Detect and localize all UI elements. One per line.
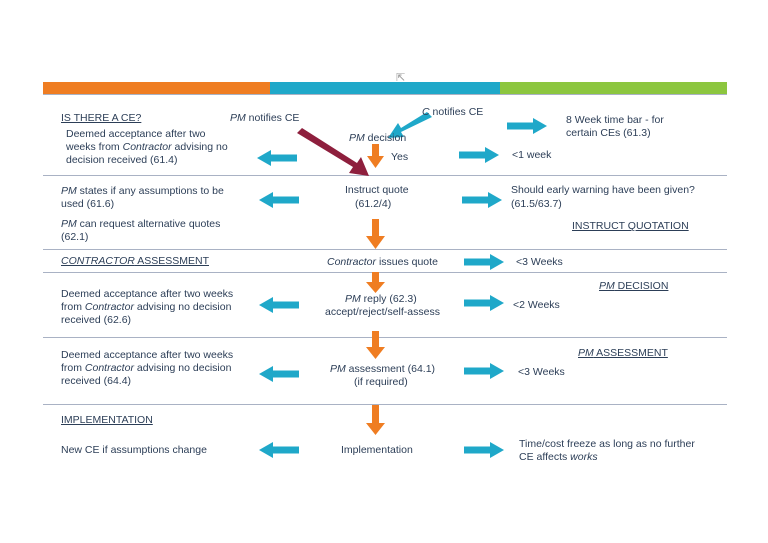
arrow-right-icon (462, 192, 502, 208)
arrow-left-icon (257, 150, 297, 166)
c-notifies-arrow-icon (388, 112, 432, 138)
r5-right-time: <3 Weeks (518, 366, 565, 378)
separator (43, 272, 727, 273)
r5-left-line: from Contractor advising no decision (61, 362, 232, 374)
r5-left-line: received (64.4) (61, 375, 132, 387)
r6-right-line: Time/cost freeze as long as no further (519, 438, 695, 450)
r4-right-time: <2 Weeks (513, 299, 560, 311)
r5-left-line: Deemed acceptance after two weeks (61, 349, 234, 361)
r1-right-time: <1 week (512, 149, 552, 161)
pm-notifies-label: PM notifies CE (230, 112, 300, 124)
arrow-left-icon (259, 442, 299, 458)
c-notifies-label: C notifies CE (422, 106, 484, 118)
r1-right-line: certain CEs (61.3) (566, 127, 651, 139)
heading-pm-decision: PM DECISION (599, 280, 669, 292)
r6-right-line: CE affects works (519, 451, 598, 463)
r1-right-line: 8 Week time bar - for (566, 114, 664, 126)
arrow-right-icon (464, 363, 504, 379)
separator (43, 249, 727, 250)
arrow-right-icon (464, 442, 504, 458)
pm-reply-label: PM reply (62.3) (345, 293, 417, 305)
heading-is-there-a-ce: IS THERE A CE? (61, 112, 142, 124)
arrow-down-icon (367, 144, 384, 168)
arrow-right-icon (507, 118, 547, 134)
arrow-left-icon (259, 297, 299, 313)
arrow-down-icon (366, 272, 385, 293)
separator (43, 337, 727, 338)
separator (43, 404, 727, 405)
heading-contractor-assessment: CONTRACTOR ASSESSMENT (61, 255, 209, 267)
separator (43, 175, 727, 176)
separator (43, 94, 727, 95)
pm-reply-options: accept/reject/self-assess (325, 306, 440, 318)
r3-right-time: <3 Weeks (516, 256, 563, 268)
arrow-down-icon (366, 405, 385, 435)
r1-left-line: weeks from Contractor advising no (66, 141, 228, 153)
arrow-right-icon (459, 147, 499, 163)
implementation-label: Implementation (341, 444, 413, 456)
arrow-down-icon (366, 219, 385, 249)
heading-instruct-quotation: INSTRUCT QUOTATION (572, 220, 689, 232)
pm-notifies-arrow-icon (297, 128, 369, 176)
r4-left-line: received (62.6) (61, 314, 132, 326)
r1-left-line: Deemed acceptance after two (66, 128, 206, 140)
r6-left-line: New CE if assumptions change (61, 444, 207, 456)
instruct-quote-label: Instruct quote (345, 184, 409, 196)
arrow-right-icon (464, 254, 504, 270)
pm-assessment-label: PM assessment (64.1) (330, 363, 436, 375)
r1-left-line: decision received (61.4) (66, 154, 178, 166)
bar-green (500, 82, 727, 94)
bar-orange (43, 82, 270, 94)
cursor-icon: ⇱ (396, 72, 406, 84)
instruct-quote-ref: (61.2/4) (355, 198, 392, 210)
r2-left-line: PM can request alternative quotes (61, 218, 221, 230)
contractor-issues-quote-label: Contractor issues quote (327, 256, 438, 268)
arrow-right-icon (464, 295, 504, 311)
r2-left-line: used (61.6) (61, 198, 115, 210)
bar-teal (270, 82, 500, 94)
pm-assessment-condition: (if required) (354, 376, 408, 388)
arrow-left-icon (259, 366, 299, 382)
r4-left-line: Deemed acceptance after two weeks (61, 288, 234, 300)
pm-decision-label: PM decision (349, 132, 407, 144)
heading-implementation: IMPLEMENTATION (61, 414, 153, 426)
r2-left-line: PM states if any assumptions to be (61, 185, 224, 197)
r4-left-line: from Contractor advising no decision (61, 301, 232, 313)
r2-right-line: Should early warning have been given? (511, 184, 695, 196)
yes-label: Yes (391, 151, 409, 163)
heading-pm-assessment: PM ASSESSMENT (578, 347, 668, 359)
r2-left-line: (62.1) (61, 231, 89, 243)
r2-right-line: (61.5/63.7) (511, 198, 562, 210)
arrow-down-icon (366, 331, 385, 359)
arrow-left-icon (259, 192, 299, 208)
